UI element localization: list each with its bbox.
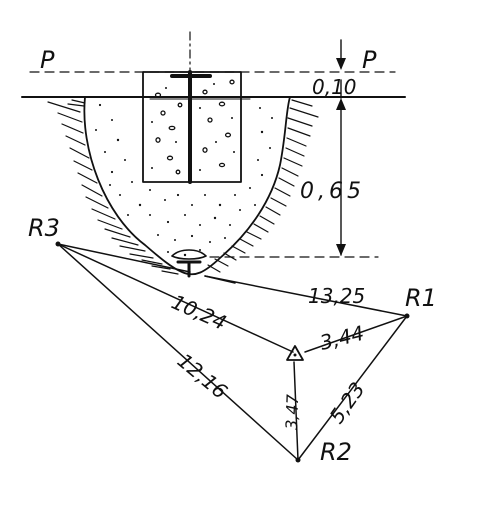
concrete-fill-speckles bbox=[95, 103, 273, 257]
station-r2-point bbox=[295, 457, 301, 463]
soil-hatching-left bbox=[47, 99, 179, 275]
distance-center-r2-label: 3,47 bbox=[282, 393, 302, 430]
arrow-down-icon bbox=[336, 58, 346, 70]
target-marker bbox=[171, 249, 207, 278]
pit-outline bbox=[83, 96, 291, 276]
plane-label-left: P bbox=[40, 46, 55, 74]
distance-r3-r2-label: 12,16 bbox=[173, 348, 232, 403]
block-aggregate-dots bbox=[151, 83, 235, 171]
depth-dimension bbox=[336, 39, 346, 256]
block-aggregate-marks bbox=[154, 79, 235, 175]
station-r3-point bbox=[55, 241, 61, 247]
distance-r3-target-label: 10,24 bbox=[168, 290, 230, 335]
triangle-marker-icon bbox=[286, 345, 304, 361]
distance-r1-r2-label: 5,23 bbox=[324, 378, 369, 428]
arrow-up-icon bbox=[336, 98, 346, 110]
station-r1-label: R1 bbox=[405, 284, 437, 312]
depth-top-label: 0,10 bbox=[312, 75, 357, 99]
triangle-marker-dot bbox=[293, 353, 297, 357]
triangulation-lines bbox=[57, 243, 408, 461]
station-r1-point bbox=[404, 313, 410, 319]
distance-r1-target-label: 13,25 bbox=[308, 284, 365, 308]
station-r2-label: R2 bbox=[320, 438, 352, 466]
station-r3-label: R3 bbox=[28, 214, 60, 242]
plane-label-right: P bbox=[362, 46, 377, 74]
soil-hatching-right bbox=[207, 99, 319, 273]
depth-main-label: 0,65 bbox=[300, 179, 365, 204]
arrow-down-icon bbox=[336, 244, 346, 256]
distance-r1-center-label: 3,44 bbox=[317, 321, 366, 355]
